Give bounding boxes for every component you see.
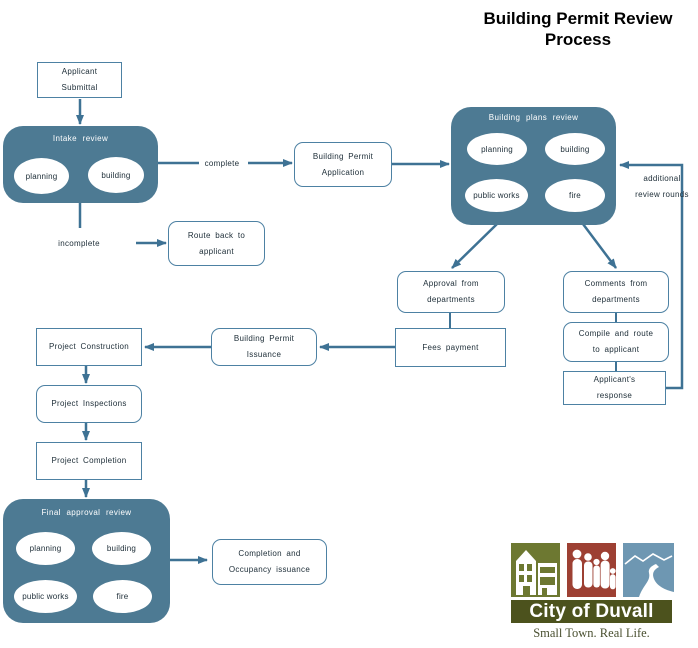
- dept-label: fire: [116, 592, 129, 601]
- node-project-inspections: Project Inspections: [36, 385, 142, 423]
- container-final-label: Final approval review: [41, 508, 132, 517]
- dept-label: fire: [569, 191, 581, 200]
- page-title-line2: Process: [544, 30, 612, 49]
- node-text: Completion and: [238, 549, 301, 558]
- node-text: Approval from: [423, 279, 479, 288]
- logo-tagline: Small Town. Real Life.: [533, 626, 650, 640]
- dept-ellipse-building: building: [545, 133, 605, 165]
- node-text: Compile and route: [578, 329, 654, 338]
- dept-ellipse-fire: fire: [545, 179, 605, 212]
- node-text: Project Inspections: [51, 399, 127, 408]
- node-project-construction: Project Construction: [36, 328, 142, 366]
- node-comments-from-departments: Comments from departments: [563, 271, 669, 313]
- node-text: Submittal: [61, 83, 98, 92]
- node-text: Project Construction: [48, 342, 130, 351]
- container-building-plans-review: Building plans review planning building …: [451, 107, 616, 225]
- node-text: applicant: [199, 246, 234, 256]
- edge-plans-to-approval: [451, 223, 498, 269]
- dept-ellipse-building: building: [88, 157, 144, 193]
- dept-ellipse-planning: planning: [14, 158, 69, 194]
- node-fees-payment: Fees payment: [395, 328, 506, 367]
- node-compile-and-route: Compile and route to applicant: [563, 322, 669, 362]
- node-text: Comments from: [584, 279, 648, 288]
- city-of-duvall-logo-art: [511, 543, 674, 597]
- page-title: Building Permit Review Process: [462, 8, 694, 50]
- node-building-permit-issuance: Building Permit Issuance: [211, 328, 317, 366]
- edge-response-feedback-to-plans: [619, 161, 684, 390]
- edge-label-line: review rounds: [635, 190, 689, 199]
- node-text: departments: [427, 295, 475, 304]
- dept-label: planning: [29, 544, 62, 553]
- node-text: Fees payment: [422, 342, 479, 352]
- dept-label: building: [106, 544, 137, 553]
- page-title-line1: Building Permit Review: [483, 9, 673, 28]
- node-text: Building Permit: [312, 151, 374, 161]
- logo-city-name: City of Duvall: [529, 600, 654, 622]
- node-text: Issuance: [246, 350, 282, 359]
- node-approval-from-departments: Approval from departments: [397, 271, 505, 313]
- node-route-back-to-applicant: Route back to applicant: [168, 221, 265, 266]
- logo-family-icon: [567, 543, 616, 597]
- logo-buildings-icon: [511, 543, 560, 597]
- container-intake-review: Intake review planning building: [3, 126, 158, 203]
- dept-ellipse-public-works: public works: [465, 179, 528, 212]
- dept-label: planning: [25, 171, 58, 181]
- node-text: Route back to: [187, 230, 246, 240]
- edge-label-line: additional: [643, 174, 681, 183]
- dept-ellipse-building: building: [92, 532, 151, 565]
- node-building-permit-application: Building Permit Application: [294, 142, 392, 187]
- dept-ellipse-fire: fire: [93, 580, 152, 613]
- node-project-completion: Project Completion: [36, 442, 142, 480]
- dept-ellipse-planning: planning: [16, 532, 75, 565]
- node-text: Project Completion: [51, 456, 127, 465]
- dept-label: public works: [22, 592, 69, 601]
- dept-ellipse-planning: planning: [467, 133, 527, 165]
- dept-label: planning: [481, 144, 513, 154]
- node-text: departments: [592, 295, 640, 304]
- node-text: Applicant's: [593, 375, 636, 384]
- node-text: Applicant: [61, 67, 98, 76]
- edge-label-incomplete: incomplete: [58, 239, 100, 248]
- node-applicant-submittal: Applicant Submittal: [37, 62, 122, 98]
- dept-label: public works: [473, 191, 520, 200]
- edge-label-complete: complete: [204, 159, 240, 168]
- node-text: Building Permit: [233, 334, 295, 343]
- dept-label: building: [560, 144, 590, 154]
- logo-city-name-banner: City of Duvall: [511, 600, 672, 623]
- node-text: to applicant: [592, 345, 640, 354]
- node-text: Occupancy issuance: [228, 565, 311, 574]
- node-applicants-response: Applicant's response: [563, 371, 666, 405]
- container-intake-label: Intake review: [52, 134, 109, 143]
- node-text: response: [596, 391, 633, 400]
- edge-plans-to-comments: [582, 223, 617, 269]
- node-completion-occupancy-issuance: Completion and Occupancy issuance: [212, 539, 327, 585]
- edge-label-additional-review-rounds: additional review rounds: [630, 171, 694, 203]
- container-final-approval-review: Final approval review planning building …: [3, 499, 170, 623]
- logo-river-icon: [623, 543, 674, 597]
- container-plans-label: Building plans review: [488, 113, 579, 122]
- dept-ellipse-public-works: public works: [14, 580, 77, 613]
- dept-label: building: [101, 170, 131, 180]
- node-text: Application: [321, 167, 365, 177]
